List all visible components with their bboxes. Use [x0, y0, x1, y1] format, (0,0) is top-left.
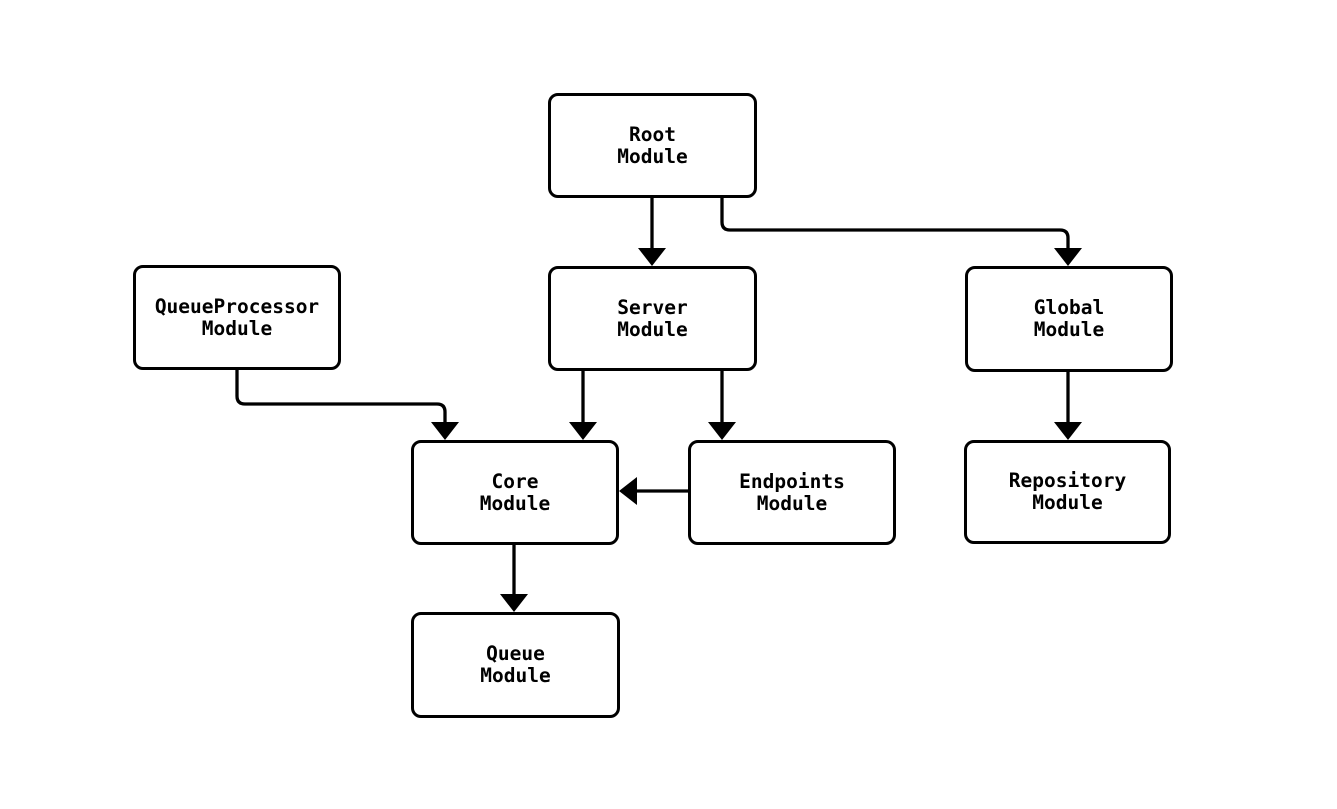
- edge-queueprocessor-core: [235, 370, 447, 428]
- node-queue: Queue Module: [411, 612, 620, 718]
- arrowhead-queueprocessor-core: [431, 422, 459, 440]
- arrowhead-server-endpoints: [708, 422, 736, 440]
- node-queueprocessor: QueueProcessor Module: [133, 265, 341, 370]
- node-label: Repository Module: [1008, 469, 1127, 514]
- node-label: Global Module: [1033, 296, 1105, 341]
- node-core: Core Module: [411, 440, 619, 545]
- arrowhead-endpoints-core: [619, 477, 637, 505]
- node-label: Endpoints Module: [739, 469, 845, 515]
- edge-root-global: [720, 198, 1070, 254]
- node-label: Core Module: [479, 469, 551, 515]
- node-repository: Repository Module: [964, 440, 1171, 544]
- node-root: Root Module: [548, 93, 757, 198]
- node-label: Root Module: [617, 122, 688, 168]
- node-label: Server Module: [617, 295, 688, 341]
- arrowhead-server-core: [569, 422, 597, 440]
- node-server: Server Module: [548, 266, 757, 371]
- node-endpoints: Endpoints Module: [688, 440, 896, 545]
- arrowhead-core-queue: [500, 594, 528, 612]
- node-label: Queue Module: [480, 642, 551, 687]
- arrowhead-root-server: [638, 248, 666, 266]
- arrowhead-root-global: [1054, 248, 1082, 266]
- node-global: Global Module: [965, 266, 1173, 372]
- arrowhead-global-repository: [1054, 422, 1082, 440]
- node-label: QueueProcessor Module: [154, 294, 320, 340]
